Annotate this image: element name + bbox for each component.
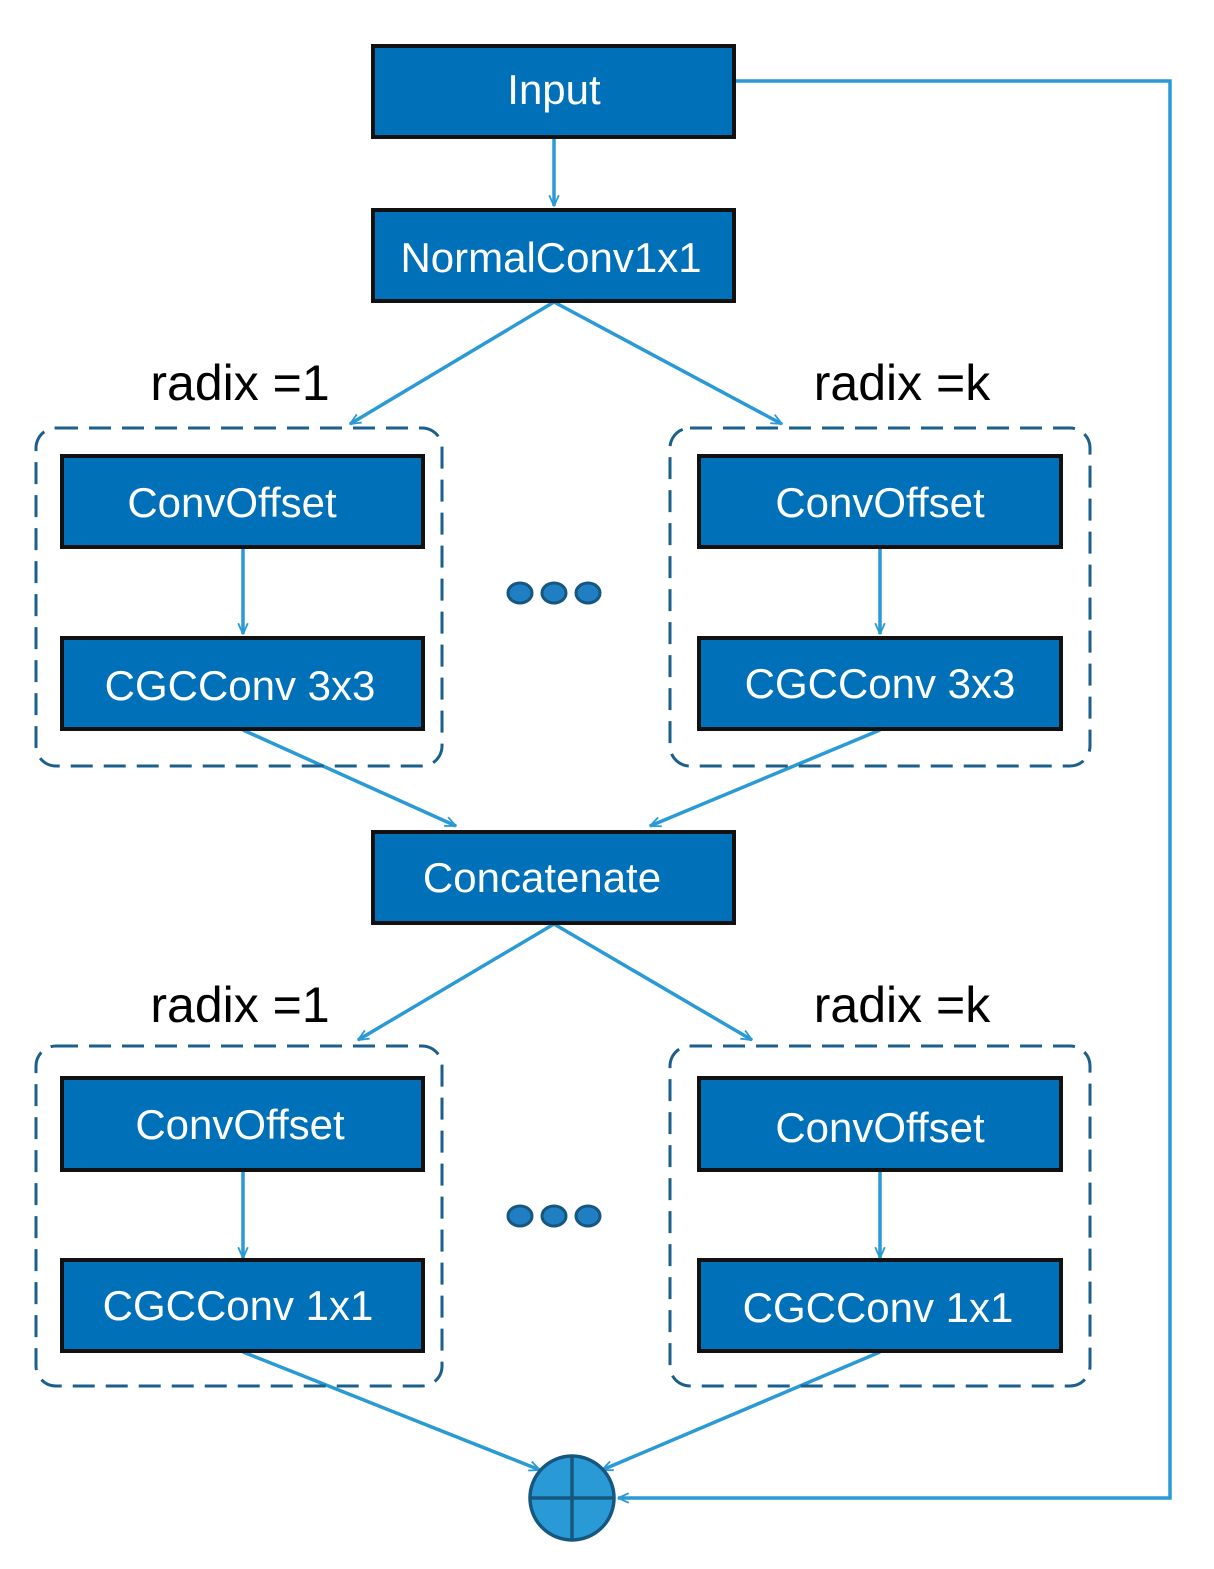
stage2-right-radix-label: radix =k (814, 977, 991, 1033)
stage1-right-radix-label: radix =k (814, 355, 991, 411)
stage1-right-group (668, 426, 1092, 768)
normalconv-label: NormalConv1x1 (400, 234, 701, 281)
stage1-left-cgcconv-node: CGCConv 3x3 (60, 636, 425, 731)
stage2-ellipsis-icon (506, 1204, 602, 1228)
concatenate-label: Concatenate (423, 854, 661, 901)
normalconv-node: NormalConv1x1 (371, 208, 736, 303)
sum-icon (528, 1454, 616, 1542)
edge-stage1-left-to-concat (242, 728, 456, 828)
stage2-right-cgcconv-label: CGCConv 1x1 (743, 1284, 1014, 1331)
stage1-right-cgcconv-label: CGCConv 3x3 (745, 660, 1016, 707)
stage2-left-group (34, 1044, 444, 1388)
edge-stage2-left-to-sum (242, 1350, 540, 1472)
stage2-left-cgcconv-label: CGCConv 1x1 (103, 1282, 374, 1329)
stage1-left-radix-label: radix =1 (150, 355, 329, 411)
edge-normalconv-to-right-group (553, 300, 782, 426)
stage1-left-convoffset-node: ConvOffset (60, 454, 425, 549)
stage2-left-convoffset-node: ConvOffset (60, 1076, 425, 1172)
stage2-right-cgcconv-node: CGCConv 1x1 (697, 1258, 1063, 1353)
edge-skip-connection (618, 79, 1172, 1498)
edge-stage1-right-to-concat (650, 728, 881, 828)
input-node: Input (371, 44, 736, 139)
edge-concat-to-left-group (358, 922, 555, 1042)
stage1-right-cgcconv-node: CGCConv 3x3 (697, 636, 1063, 731)
edge-stage2-right-to-sum (602, 1350, 881, 1472)
stage2-right-group (668, 1044, 1092, 1388)
stage1-right-convoffset-label: ConvOffset (775, 479, 985, 526)
stage2-right-convoffset-node: ConvOffset (697, 1076, 1063, 1172)
stage1-left-convoffset-label: ConvOffset (127, 479, 337, 526)
stage2-left-radix-label: radix =1 (150, 977, 329, 1033)
stage1-ellipsis-icon (506, 581, 602, 605)
input-label: Input (507, 66, 601, 113)
edge-concat-to-right-group (553, 922, 752, 1042)
edges (242, 79, 1172, 1498)
stage2-left-convoffset-label: ConvOffset (135, 1101, 345, 1148)
stage1-left-group (34, 426, 444, 768)
stage1-right-convoffset-node: ConvOffset (697, 454, 1063, 549)
edge-normalconv-to-left-group (350, 300, 555, 426)
stage2-left-cgcconv-node: CGCConv 1x1 (60, 1258, 425, 1353)
concatenate-node: Concatenate (371, 830, 736, 925)
stage2-right-convoffset-label: ConvOffset (775, 1104, 985, 1151)
stage1-left-cgcconv-label: CGCConv 3x3 (105, 662, 376, 709)
